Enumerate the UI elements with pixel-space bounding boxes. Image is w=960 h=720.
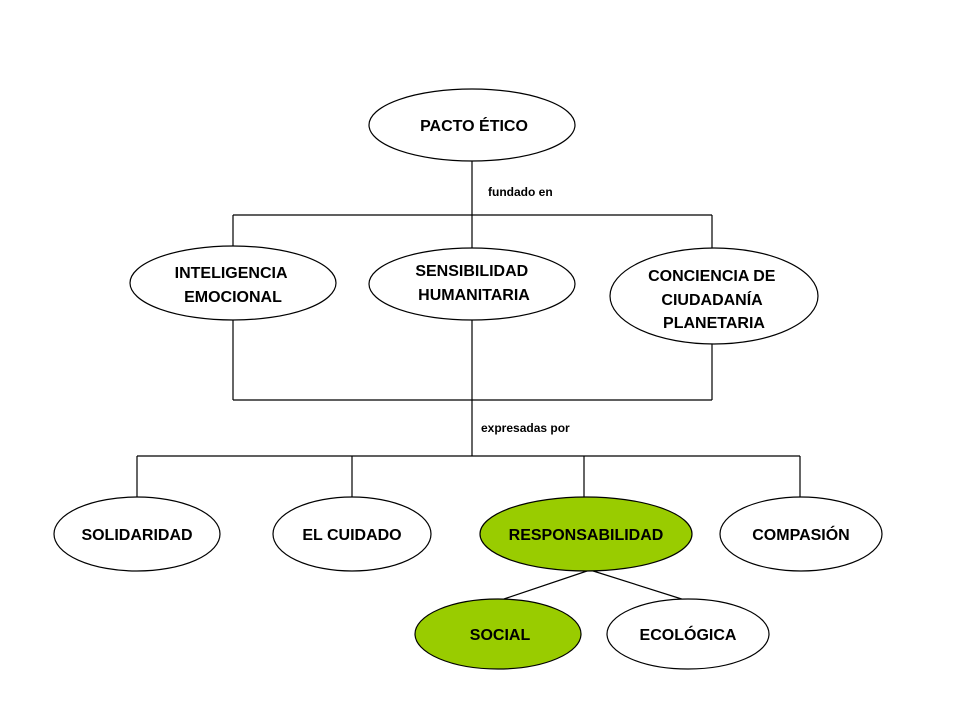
expression-node: EL CUIDADO	[272, 496, 432, 572]
responsibility-type-node: ECOLÓGICA	[606, 598, 770, 670]
expression-label: RESPONSABILIDAD	[509, 527, 664, 544]
foundation-node: INTELIGENCIA EMOCIONAL	[129, 245, 337, 321]
foundation-line: INTELIGENCIA	[175, 265, 288, 282]
foundation-oval-inteligencia	[129, 245, 337, 321]
type-oval-ecologica	[606, 598, 770, 670]
connector-ecologica	[589, 569, 689, 602]
connector-social	[497, 569, 591, 602]
expression-label: SOLIDARIDAD	[81, 527, 192, 544]
expression-oval-compasion	[719, 496, 883, 572]
type-oval-social	[414, 598, 582, 670]
foundation-line: CIUDADANÍA	[661, 290, 763, 309]
edge-label-expresadas-por: expresadas por	[481, 421, 570, 435]
foundation-oval-conciencia	[609, 247, 819, 345]
foundation-oval-sensibilidad	[368, 247, 576, 321]
connectors	[136, 160, 801, 602]
expression-oval-responsabilidad	[479, 496, 693, 572]
expression-oval-solidaridad	[53, 496, 221, 572]
foundation-label: CONCIENCIA DE CIUDADANÍA PLANETARIA	[648, 268, 780, 332]
root-oval	[368, 88, 576, 162]
foundation-line: HUMANITARIA	[418, 287, 530, 304]
expression-label: COMPASIÓN	[752, 525, 849, 544]
root-label: PACTO ÉTICO	[420, 116, 528, 135]
expression-oval-cuidado	[272, 496, 432, 572]
expression-node: RESPONSABILIDAD	[479, 496, 693, 572]
expression-node: COMPASIÓN	[719, 496, 883, 572]
responsibility-type-node: SOCIAL	[414, 598, 582, 670]
foundation-node: SENSIBILIDAD HUMANITARIA	[368, 247, 576, 321]
root-node: PACTO ÉTICO	[368, 88, 576, 162]
foundation-label: SENSIBILIDAD HUMANITARIA	[415, 263, 532, 304]
edge-label-fundado-en: fundado en	[488, 185, 553, 199]
type-label: ECOLÓGICA	[640, 625, 737, 644]
foundation-line: CONCIENCIA DE	[648, 268, 776, 285]
expression-label: EL CUIDADO	[302, 527, 401, 544]
foundation-node: CONCIENCIA DE CIUDADANÍA PLANETARIA	[609, 247, 819, 345]
foundation-line: EMOCIONAL	[184, 289, 282, 306]
foundation-line: SENSIBILIDAD	[415, 263, 528, 280]
expression-node: SOLIDARIDAD	[53, 496, 221, 572]
foundation-line: PLANETARIA	[663, 315, 765, 332]
foundation-label: INTELIGENCIA EMOCIONAL	[175, 265, 292, 306]
type-label: SOCIAL	[470, 627, 531, 644]
